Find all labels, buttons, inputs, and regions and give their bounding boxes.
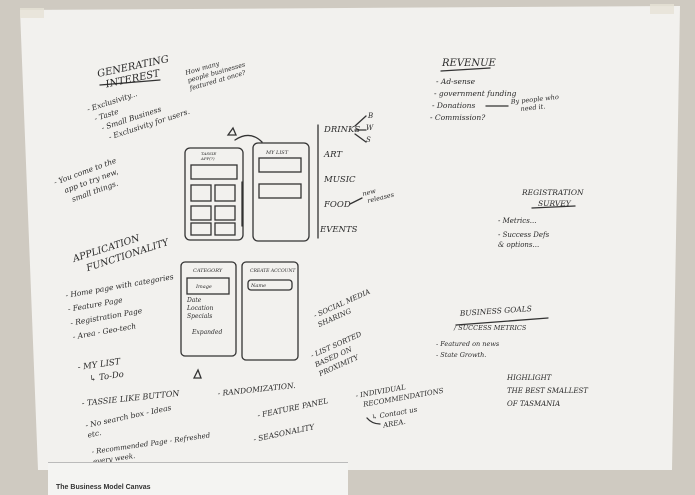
sketch-label-category: CATEGORY (193, 268, 223, 274)
note-revenue-title: REVENUE (441, 58, 497, 69)
sketch-label-image: Image (195, 284, 212, 290)
tape-top-left (20, 8, 44, 18)
sketch-label-name: Name (250, 283, 266, 289)
bmc-title: The Business Model Canvas (56, 484, 151, 491)
sketch-label-create-account: CREATE ACCOUNT (250, 268, 296, 274)
note-success-metrics: / SUCCESS METRICS (453, 324, 527, 332)
business-model-canvas-doc: The Business Model Canvas (48, 462, 348, 495)
sketch-label-my-list: MY LIST (265, 150, 289, 156)
tape-top-right (650, 4, 674, 14)
